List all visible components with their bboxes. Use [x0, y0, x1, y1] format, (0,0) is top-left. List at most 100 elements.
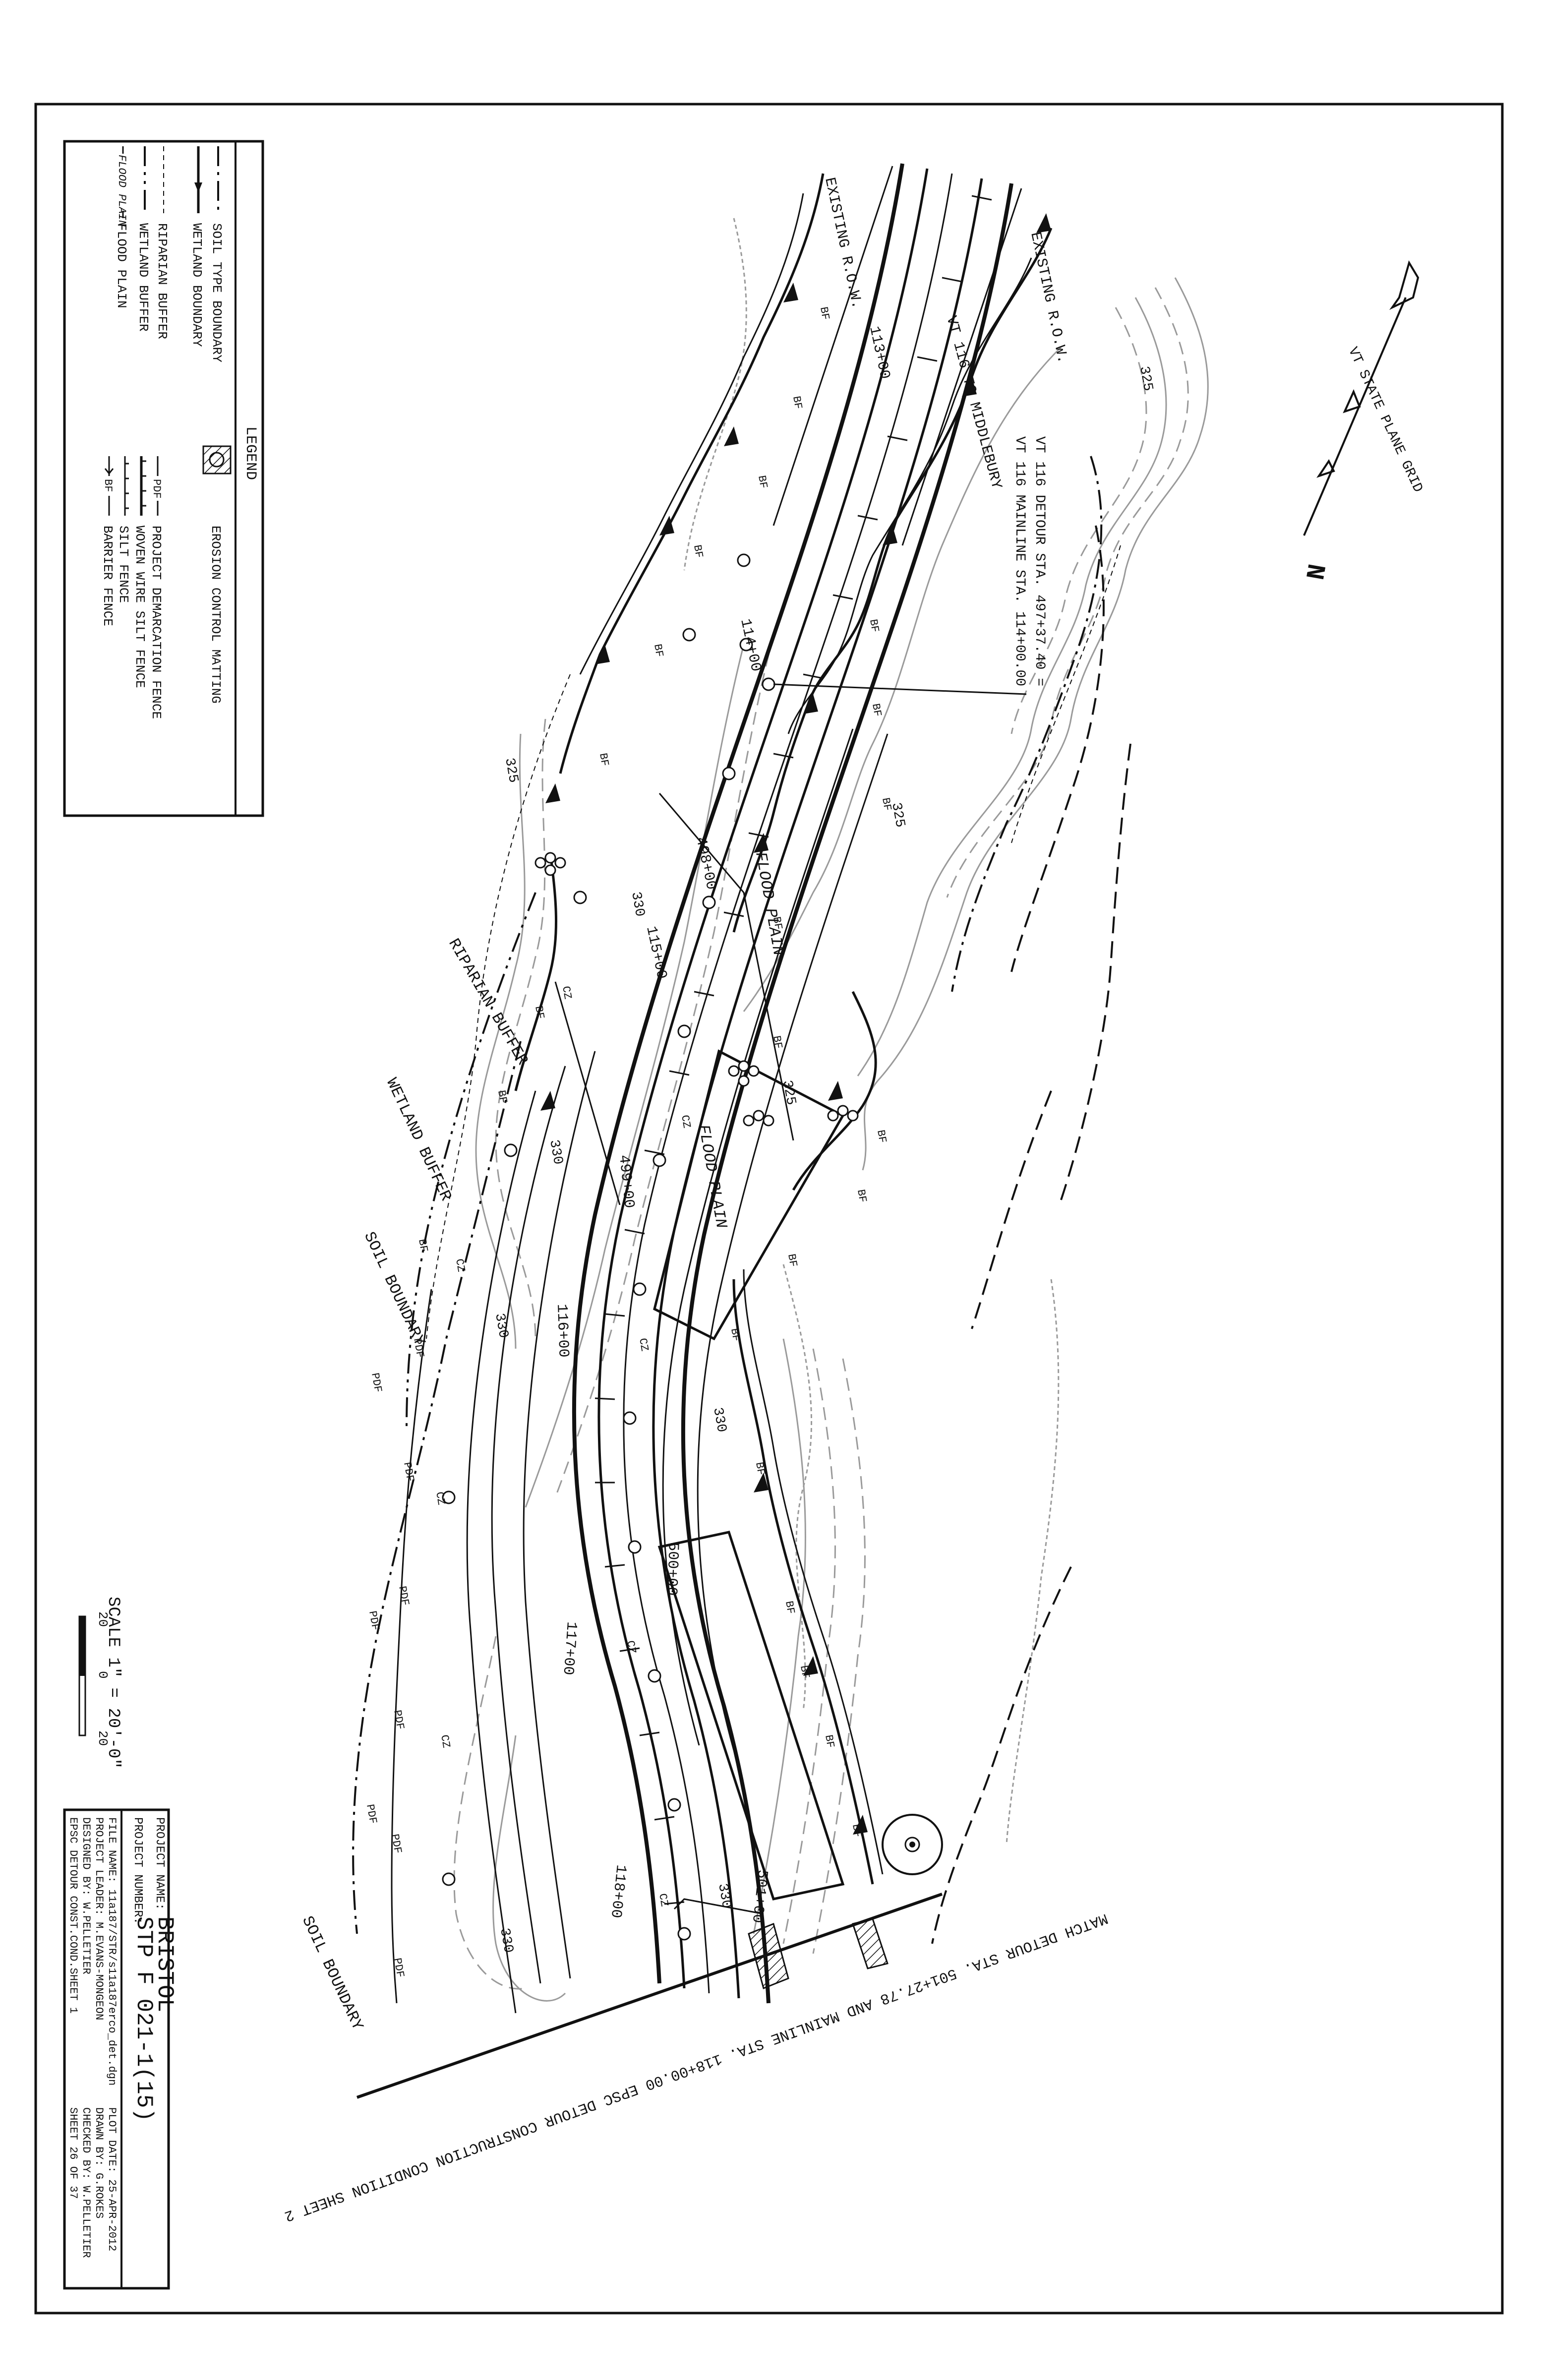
cz-tag: CZ — [453, 1258, 467, 1273]
sheet-number: SHEET 26 OF 37 — [67, 2107, 79, 2199]
legend-title: LEGEND — [242, 426, 259, 480]
drawn-by: DRAWN BY: G.ROKES — [93, 2107, 105, 2218]
legend-bf: BF BARRIER FENCE — [100, 456, 115, 626]
bf-tag: BF — [854, 1189, 869, 1203]
cz-tag: CZ — [624, 1640, 638, 1655]
contour-label: 325 — [501, 757, 521, 784]
station-label: 501+00 — [748, 1869, 770, 1924]
cz-tag: CZ — [636, 1337, 651, 1352]
legend-wetland-label: WETLAND BOUNDARY — [189, 223, 204, 347]
legend-woven-label: WOVEN WIRE SILT FENCE — [132, 526, 147, 688]
legend-wetland: WETLAND BOUNDARY — [189, 146, 204, 347]
scale-tick: 20 — [95, 1730, 110, 1746]
legend-flood-plain: FLOOD PLAIN FLOOD PLAIN — [114, 146, 129, 308]
scale-tick: 0 — [95, 1671, 110, 1679]
north-arrow: VT STATE PLANE GRID N — [1299, 260, 1425, 582]
wetland-flags — [540, 213, 1051, 1835]
legend-pdf-line-tag: PDF — [150, 479, 163, 499]
checked-by: CHECKED BY: W.PELLETIER — [80, 2107, 92, 2258]
legend-riparian-label: RIPARIAN BUFFER — [155, 223, 170, 339]
pdf-tag: PDF — [366, 1610, 381, 1631]
contour-labels: 325 325 325 325 330 330 330 330 330 330 — [491, 365, 1155, 1954]
legend-riparian: RIPARIAN BUFFER — [155, 146, 170, 339]
plot-date: PLOT DATE: 25-APR-2012 — [106, 2107, 118, 2251]
scale-bar: SCALE 1" = 20'-0" 20 0 20 — [78, 1597, 122, 1769]
bf-tag: BF — [782, 1600, 797, 1615]
project-number: STP F 021-1(15) — [131, 1916, 157, 2122]
station-label: 118+00 — [607, 1864, 629, 1919]
bf-tag: BF — [790, 395, 804, 410]
fences — [352, 166, 1131, 2099]
annotations: EXISTING R.O.W. EXISTING R.O.W. VT 116 T… — [282, 176, 1110, 2224]
bf-tag: BF — [753, 1461, 767, 1476]
project-name-label: PROJECT NAME: — [153, 1817, 166, 1910]
title-block: PROJECT NAME: BRISTOL PROJECT NUMBER: ST… — [63, 1808, 178, 2290]
station-labels: 113+00 114+00 498+00 115+00 499+00 116+0… — [553, 325, 893, 1924]
contour-label: 330 — [628, 891, 647, 918]
wetland-buffer-label: WETLAND BUFFER — [382, 1075, 455, 1204]
legend-matting-label: EROSION CONTROL MATTING — [208, 526, 223, 704]
bf-tag: BF — [755, 475, 770, 489]
bf-tag: BF — [874, 1129, 889, 1144]
contour-label: 330 — [710, 1406, 729, 1433]
pdf-tag: PDF — [396, 1585, 411, 1606]
bf-tag: BF — [532, 1005, 546, 1020]
pdf-tag: PDF — [391, 1709, 406, 1730]
designed-by: DESIGNED BY: W.PELLETIER — [80, 1817, 92, 1974]
legend-box: LEGEND SOIL TYPE BOUNDARY WETLAND BOUNDA… — [63, 140, 264, 817]
bf-tag: BF — [867, 618, 881, 633]
sheet-border — [34, 103, 1504, 2315]
erosion-matting — [748, 1814, 943, 1990]
flood-plain-label: FLOOD PLAIN — [751, 850, 787, 957]
pdf-tag: PDF — [391, 1957, 406, 1978]
mainline-station-label: VT 116 MAINLINE STA. 114+00.00 — [1012, 436, 1027, 686]
legend-silt-label: SILT FENCE — [116, 526, 131, 603]
bf-tag: BF — [849, 1823, 864, 1838]
legend-wetland-buffer: WETLAND BUFFER — [136, 146, 151, 331]
detour-station-label: VT 116 DETOUR STA. 497+37.40 = — [1032, 436, 1047, 686]
bf-tag: BF — [785, 1253, 799, 1268]
legend-flood-line-tag: FLOOD PLAIN — [116, 155, 128, 227]
bf-tag: BF — [869, 703, 884, 717]
bf-tag: BF — [495, 1089, 509, 1104]
project-number-label: PROJECT NUMBER: — [131, 1817, 144, 1924]
legend-woven: WOVEN WIRE SILT FENCE — [132, 456, 147, 688]
legend-soil: SOIL TYPE BOUNDARY — [209, 146, 224, 362]
legend-wetland-buffer-label: WETLAND BUFFER — [136, 223, 151, 331]
bf-tag: BF — [770, 916, 784, 931]
legend-bf-label: BARRIER FENCE — [100, 526, 115, 626]
pdf-tag: PDF — [368, 1372, 384, 1393]
scale-label: SCALE 1" = 20'-0" — [104, 1597, 122, 1769]
legend-bf-line-tag: BF — [102, 479, 114, 492]
legend-soil-label: SOIL TYPE BOUNDARY — [209, 223, 224, 362]
north-arrow-grid-label: VT STATE PLANE GRID — [1345, 345, 1425, 495]
match-line-label: MATCH DETOUR STA. 501+27.78 AND MAINLINE… — [282, 1909, 1110, 2224]
legend-flood-label: FLOOD PLAIN — [114, 223, 129, 308]
bf-tag: BF — [770, 1035, 784, 1050]
bf-tag: BF — [797, 1665, 812, 1679]
station-label: 117+00 — [559, 1621, 579, 1675]
cz-tag: CZ — [438, 1734, 452, 1749]
pdf-tag: PDF — [388, 1833, 404, 1854]
existing-row-label: EXISTING R.O.W. — [1026, 231, 1070, 365]
bf-tag: BF — [822, 1734, 836, 1749]
legend-pdf-label: PROJECT DEMARCATION FENCE — [149, 526, 164, 719]
bf-tag: BF — [728, 1327, 742, 1342]
file-name: FILE NAME: 11a187/STR/s11a187erco_det.dg… — [106, 1817, 118, 2085]
cz-tag: CZ — [656, 1893, 670, 1907]
route-label: VT 116 TO MIDDLEBURY — [942, 314, 1005, 491]
cz-tag: CZ — [678, 1114, 693, 1129]
stone-check-dams — [534, 852, 859, 1127]
contour-label: 330 — [546, 1138, 565, 1166]
scale-tick: 20 — [95, 1611, 110, 1627]
bf-tag: BF — [651, 643, 665, 658]
legend-pdf: PDF PROJECT DEMARCATION FENCE — [149, 456, 164, 719]
bf-tag: BF — [415, 1238, 430, 1253]
bf-tag: BF — [879, 797, 893, 812]
north-arrow-letter: N — [1299, 561, 1330, 582]
sheet-title: EPSC DETOUR CONST.COND.SHEET 1 — [67, 1817, 79, 2014]
legend-silt: SILT FENCE — [116, 456, 131, 603]
contour-label: 325 — [1136, 365, 1155, 392]
bf-tag: BF — [596, 752, 611, 767]
